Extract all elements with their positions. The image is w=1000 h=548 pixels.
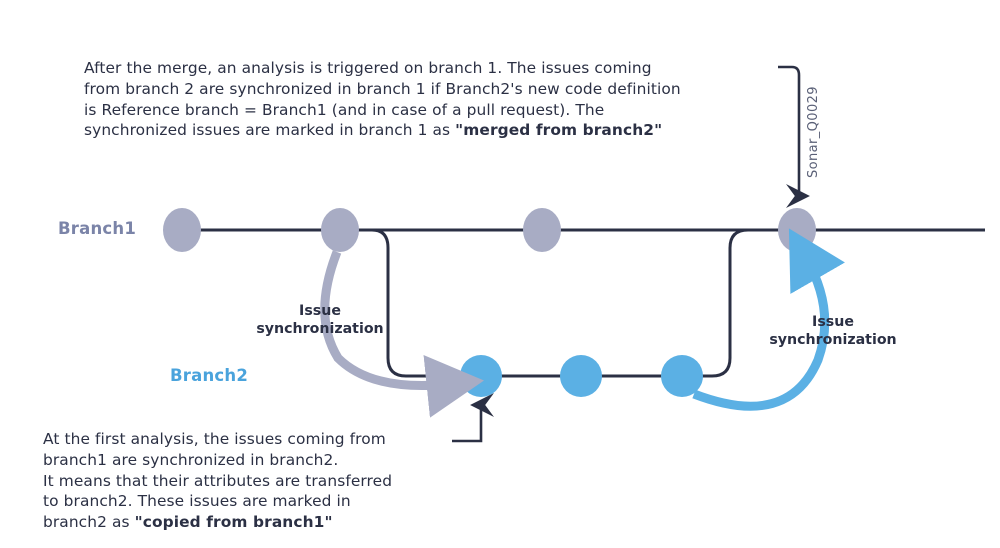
- branch1-commit-node-4[interactable]: [778, 208, 816, 252]
- branch1-commit-node-1[interactable]: [163, 208, 201, 252]
- merge-branch2-to-branch1: [682, 228, 797, 378]
- sonar-version-tag: Sonar_Q0029: [806, 86, 821, 178]
- issue-sync-arrow-left: [320, 250, 485, 418]
- issue-synchronization-label-right: Issue synchronization: [769, 314, 897, 349]
- fork-branch1-to-branch2: [347, 228, 481, 378]
- branch1-commit-node-3[interactable]: [523, 208, 561, 252]
- bottom-note-bold-phrase: "copied from branch1": [134, 513, 333, 532]
- top-note-callout-arrow: [778, 65, 810, 208]
- top-explanation-note: After the merge, an analysis is triggere…: [84, 58, 784, 141]
- branch1-commit-node-2[interactable]: [321, 208, 359, 252]
- branch2-commit-node-3[interactable]: [661, 355, 703, 397]
- bottom-explanation-note: At the first analysis, the issues coming…: [43, 429, 463, 533]
- branch2-commit-node-1[interactable]: [460, 355, 502, 397]
- issue-synchronization-label-left: Issue synchronization: [256, 303, 384, 338]
- top-note-bold-phrase: "merged from branch2": [455, 121, 663, 140]
- issue-sync-arrow-right: [692, 228, 845, 411]
- branch1-label: Branch1: [58, 219, 137, 238]
- branch2-commit-node-2[interactable]: [560, 355, 602, 397]
- branch2-label: Branch2: [170, 366, 249, 385]
- top-note-text: After the merge, an analysis is triggere…: [84, 59, 681, 140]
- bottom-note-text: At the first analysis, the issues coming…: [43, 430, 393, 532]
